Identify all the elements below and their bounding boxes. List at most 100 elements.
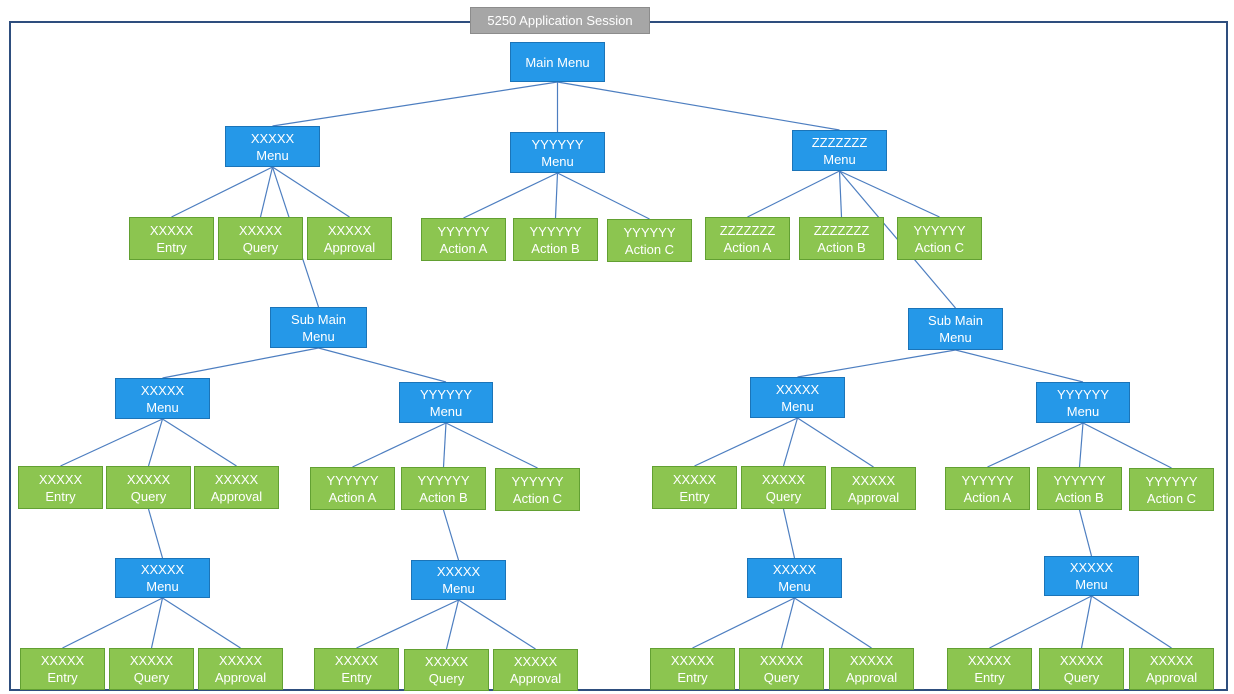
node-label: Entry	[677, 670, 708, 685]
node-label: Query	[1063, 670, 1100, 685]
node-label: Action C	[914, 239, 965, 255]
node-label: XXXXX	[126, 471, 171, 487]
node-label: YYYYYY	[529, 223, 582, 239]
node-label: YYYYYY	[913, 222, 966, 238]
node-label: YYYYYY	[1056, 386, 1110, 402]
node-label: XXXXX	[424, 654, 469, 669]
node-label: Menu	[442, 581, 475, 596]
node-label: XXXXX	[772, 562, 817, 577]
node-label: Entry	[341, 670, 372, 685]
node-label: Query	[763, 670, 800, 685]
node-label: XXXXX	[250, 130, 295, 146]
node-label: Menu	[778, 579, 811, 594]
node-xxxxx-approval-6: XXXXX Approval	[829, 648, 914, 690]
node-label: YYYYYY	[437, 223, 490, 239]
node-xxxxx-entry-7: XXXXXXXXXXEntry	[947, 648, 1032, 690]
node-label: XXXXX	[761, 471, 806, 487]
node-label: Menu	[1075, 577, 1108, 592]
node-label: XXXXX	[513, 654, 558, 669]
node-label: XXXXX	[38, 471, 83, 487]
node-label: ZZZZZZZ	[719, 222, 776, 238]
node-label: Approval	[845, 670, 898, 685]
node-label: Action B	[1055, 489, 1104, 505]
node-label: XXXXX	[1149, 653, 1194, 668]
node-label: XXXXX	[670, 653, 715, 668]
node-label: Entry	[974, 670, 1005, 685]
node-label: Approval	[847, 489, 900, 505]
node-label: Query	[765, 488, 802, 504]
node-label: XXXXX	[40, 653, 85, 668]
node-label: Action A	[439, 240, 488, 256]
node-label: ZZZZZZZ	[811, 134, 868, 150]
node-label: YYYYYY	[961, 472, 1014, 488]
node-xxxxx-query-7: XXXXX Query	[1039, 648, 1124, 690]
node-label: XXXXX	[214, 471, 259, 487]
node-label: Action C	[624, 241, 675, 257]
node-label: Query	[133, 670, 170, 685]
node-label: YYYYYY	[623, 224, 676, 240]
node-label: XXXXX	[672, 471, 717, 487]
node-label: YYYYYY	[419, 386, 473, 402]
node-label: Approval	[1145, 670, 1198, 685]
node-label: Menu	[429, 403, 463, 419]
node-label: Action C	[512, 490, 563, 506]
node-label: Entry	[679, 488, 710, 504]
diagram-title: 5250 Application Session	[470, 7, 650, 34]
node-label: Menu	[302, 328, 335, 344]
diagram-title-label: 5250 Application Session	[487, 13, 633, 28]
node-label: XXXXX	[851, 472, 896, 488]
node-label: Action B	[419, 489, 468, 505]
node-label: Action A	[963, 489, 1012, 505]
node-label: Approval	[214, 670, 267, 685]
node-label: YYYYYY	[511, 473, 564, 489]
node-label: XXXXX	[775, 381, 820, 397]
node-label: XXXXX	[967, 653, 1012, 668]
node-label: Menu	[256, 147, 289, 163]
node-label: Sub Main	[291, 311, 346, 327]
node-label: Entry	[47, 670, 78, 685]
node-label: Menu	[541, 153, 574, 169]
node-label: XXXXX	[849, 653, 894, 668]
node-label: Action A	[328, 489, 377, 505]
node-label: XXXXX	[327, 222, 372, 238]
node-label: Approval	[509, 671, 562, 686]
node-label: XXXXX	[334, 653, 379, 668]
node-label: Menu	[781, 398, 814, 414]
node-label: Menu	[823, 151, 856, 167]
node-xxxxx-approval-7: XXXXX Approval	[1129, 648, 1214, 690]
node-label: XXXXX	[1059, 653, 1104, 668]
node-label: YYYYYY	[417, 472, 470, 488]
node-label: XXXXX	[149, 222, 194, 238]
node-label: Menu	[146, 399, 179, 415]
node-xxxxx-entry-4: XXXXX Entry	[20, 648, 105, 690]
node-label: ZZZZZZZ	[813, 222, 870, 238]
